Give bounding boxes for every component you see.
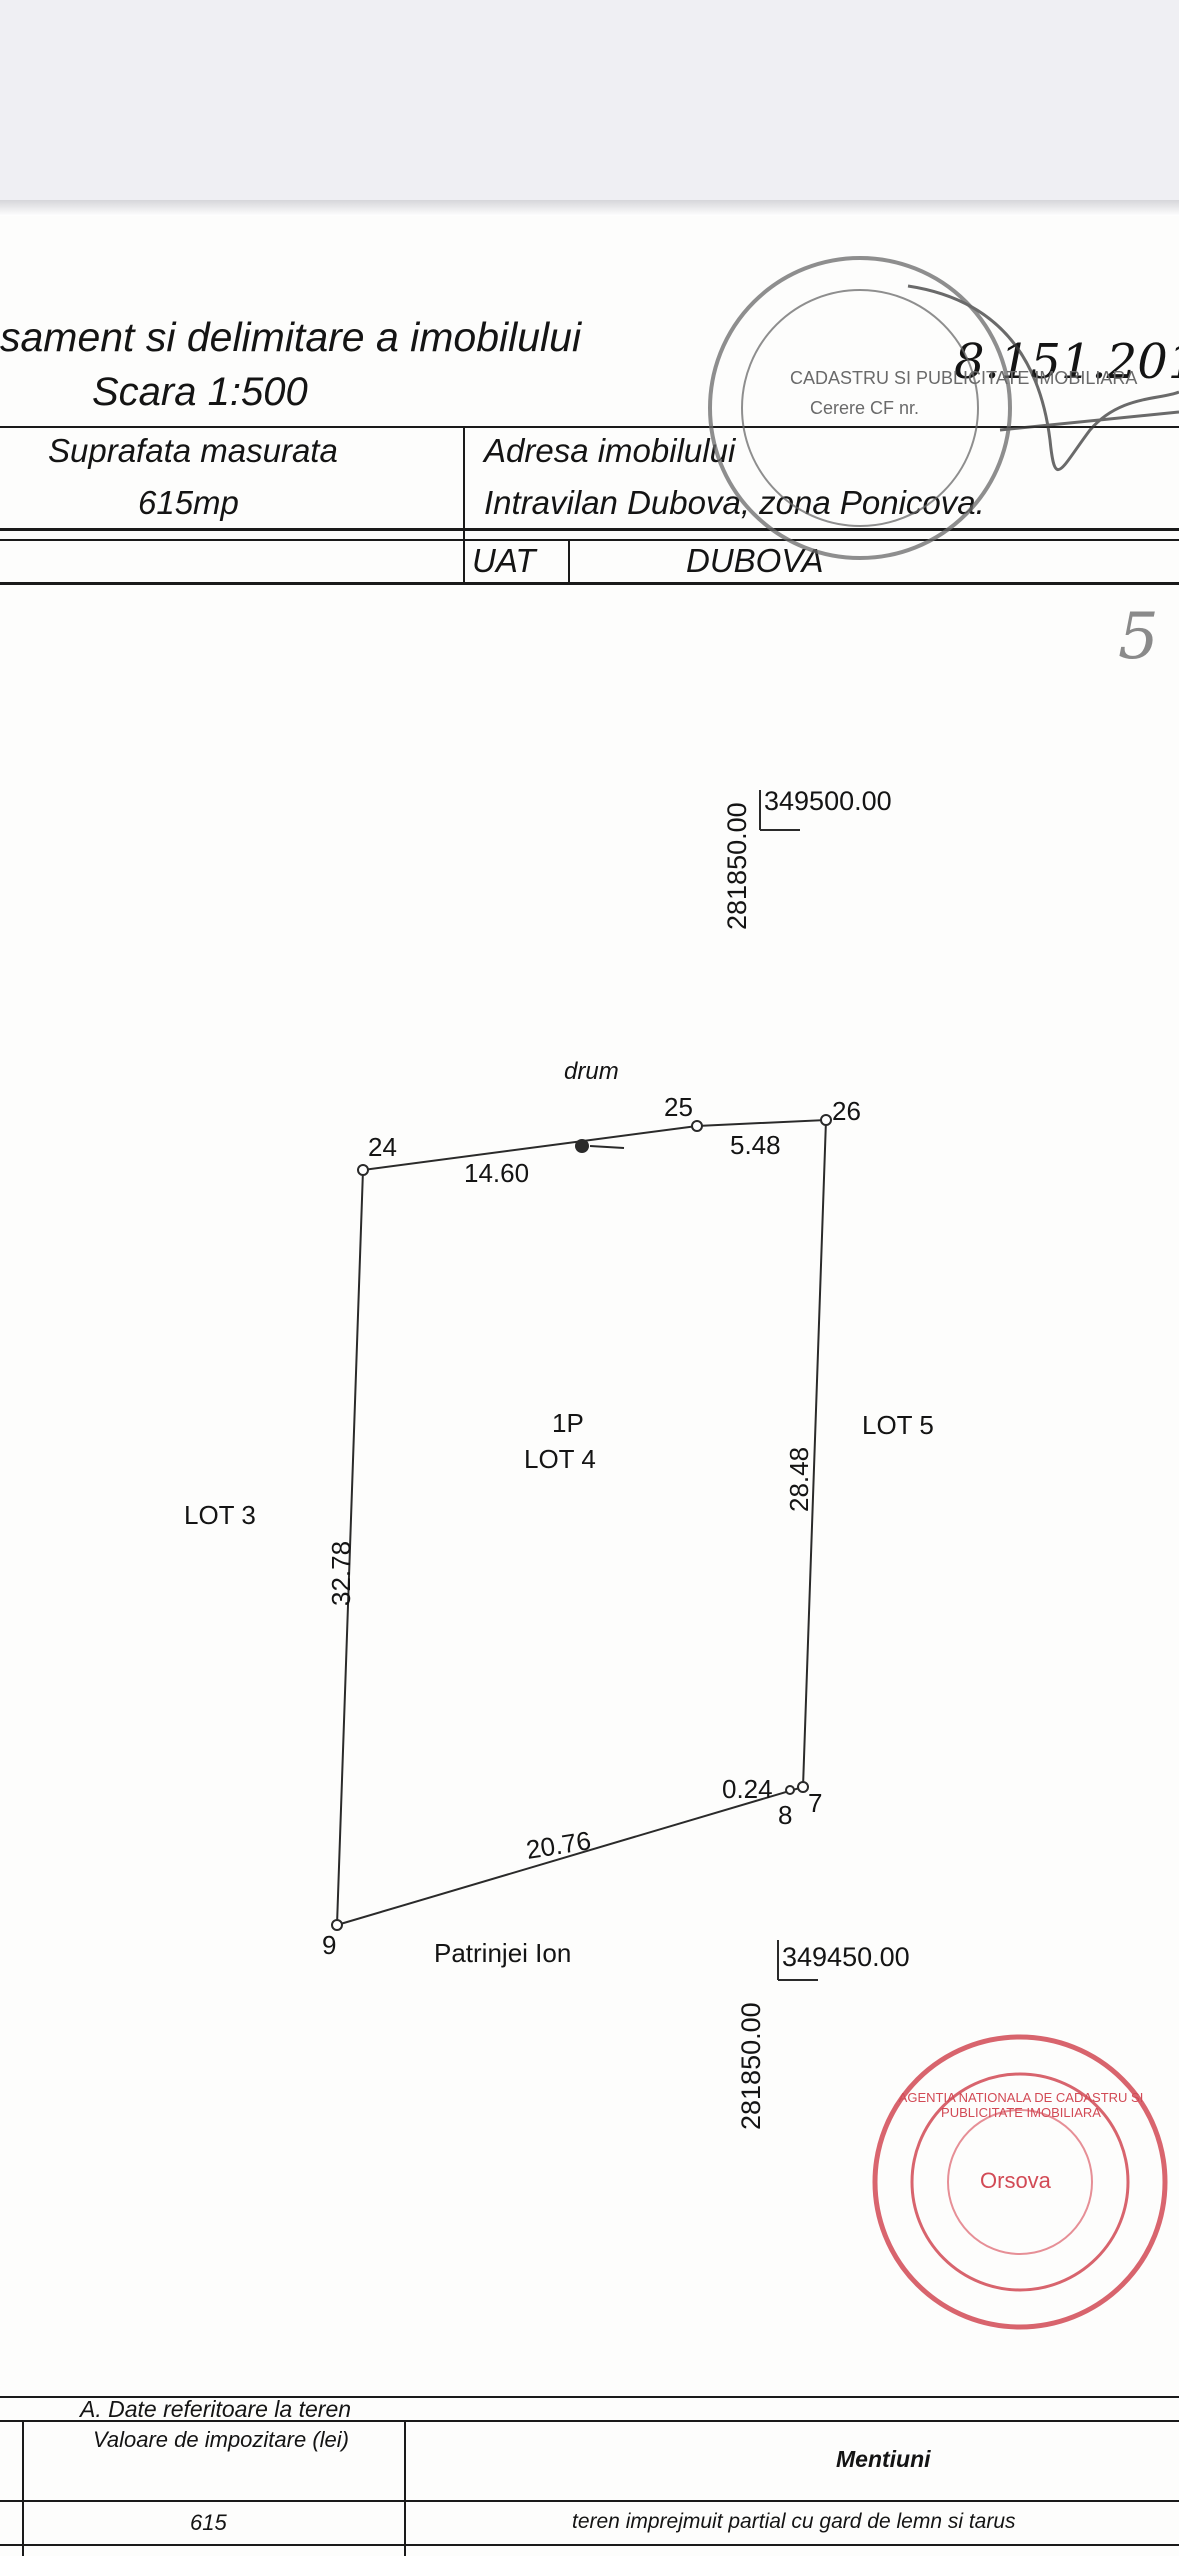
road-label: drum <box>564 1058 619 1085</box>
grid-top-x: 349500.00 <box>764 786 892 816</box>
distance-25-26: 5.48 <box>730 1130 781 1160</box>
scale-label: Scara 1:500 <box>92 370 308 414</box>
point-7: 7 <box>808 1788 823 1818</box>
table-row-rule <box>0 2544 1179 2546</box>
table-top-rule <box>0 2396 1179 2398</box>
handwritten-date: 8.151.201 <box>954 334 1179 390</box>
vertex-7 <box>797 1781 809 1793</box>
top-bar-shadow <box>0 200 1179 216</box>
point-26: 26 <box>832 1096 861 1126</box>
point-8: 8 <box>778 1800 793 1830</box>
red-stamp-center: Orsova <box>980 2168 1051 2193</box>
road-marker-icon <box>575 1139 589 1153</box>
header-rule-2 <box>0 528 1179 531</box>
vertex-9 <box>331 1919 343 1931</box>
table-section-rule <box>0 2420 1179 2422</box>
parcel-number: 1P <box>552 1408 584 1438</box>
header-rule-1 <box>0 426 1179 428</box>
grid-bottom-x: 349450.00 <box>782 1942 910 1972</box>
document-title: sament si delimitare a imobilului <box>0 314 582 360</box>
distance-9-24: 32.78 <box>326 1540 356 1606</box>
header-col-divider <box>463 426 465 584</box>
uat-divider <box>568 540 570 584</box>
distance-26-7: 28.48 <box>784 1446 814 1512</box>
measured-area-label: Suprafata masurata <box>48 432 338 469</box>
table-col-mentions-label: Mentiuni <box>836 2446 931 2472</box>
page-number: 5 <box>1118 600 1159 674</box>
distance-24-25: 14.60 <box>464 1158 530 1188</box>
uat-label: UAT <box>472 542 536 579</box>
table-header-rule <box>0 2500 1179 2502</box>
top-cadastre-stamp <box>708 256 1179 560</box>
grid-cross-bottom <box>777 1940 818 1981</box>
parcel-outline <box>335 1118 828 1927</box>
top-stamp-label: CADASTRU SI PUBLICITATE IMOBILIARA <box>790 368 1138 388</box>
table-row-value: 615 <box>190 2510 227 2535</box>
lot-right-label: LOT 5 <box>862 1410 934 1440</box>
measured-area-value: 615mp <box>138 484 239 521</box>
vertex-24 <box>357 1164 369 1176</box>
table-section-title: A. Date referitoare la teren <box>80 2396 352 2422</box>
lot-left-label: LOT 3 <box>184 1500 256 1530</box>
table-col-divider <box>404 2420 406 2556</box>
vertex-25 <box>691 1120 703 1132</box>
table-left-border <box>22 2420 24 2556</box>
table-col-value-label: Valoare de impozitare (lei) <box>93 2427 349 2452</box>
grid-bottom-y: 281850.00 <box>736 2002 766 2130</box>
point-24: 24 <box>368 1132 397 1162</box>
header-rule-3 <box>0 539 1179 541</box>
grid-top-y: 281850.00 <box>722 802 752 930</box>
south-neighbor-label: Patrinjei Ion <box>434 1938 572 1968</box>
table-row-mention: teren imprejmuit partial cu gard de lemn… <box>572 2510 1016 2533</box>
distance-7-8: 0.24 <box>722 1774 773 1804</box>
vertex-8 <box>785 1785 795 1795</box>
vertex-26 <box>820 1114 832 1126</box>
top-stamp-sub: Cerere CF nr. <box>810 398 920 418</box>
point-25: 25 <box>664 1092 693 1122</box>
viewer-top-bar <box>0 0 1179 200</box>
grid-cross-top <box>759 790 800 831</box>
point-9: 9 <box>322 1930 337 1960</box>
uat-value: DUBOVA <box>686 542 824 579</box>
road-marker-arrow <box>589 1145 625 1149</box>
address-label: Adresa imobilului <box>484 432 736 469</box>
red-stamp-label: AGENTIA NATIONALA DE CADASTRU SI PUBLICI… <box>898 2090 1144 2120</box>
lot-center-label: LOT 4 <box>524 1444 596 1474</box>
header-rule-4 <box>0 582 1179 585</box>
document-page <box>0 216 1179 2556</box>
red-agency-stamp <box>872 2034 1168 2330</box>
